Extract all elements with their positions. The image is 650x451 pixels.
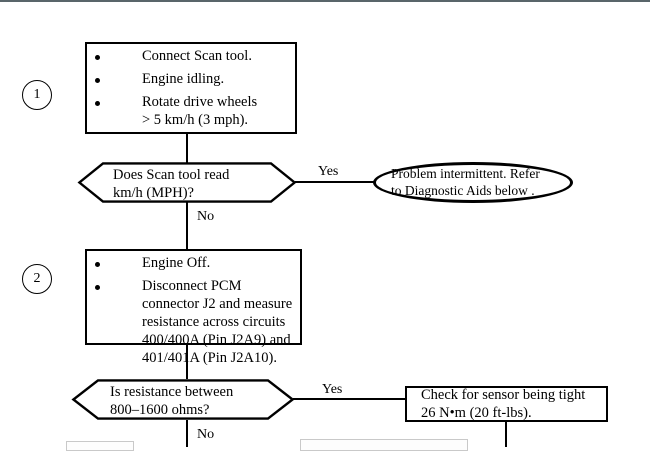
bullet-text: Rotate drive wheels > 5 km/h (3 mph). bbox=[100, 94, 289, 130]
branch-label-yes-1: Yes bbox=[318, 164, 339, 179]
process-box-step-2: Engine Off. Disconnect PCM connector J2 … bbox=[85, 249, 302, 366]
bullet-dot-icon bbox=[95, 100, 100, 106]
bullet-text-line1: Rotate drive wheels bbox=[142, 93, 258, 110]
bullet-text: Engine Off. bbox=[142, 255, 211, 271]
connector-box2-to-decision2 bbox=[186, 345, 189, 379]
oval-line1: Problem intermittent. Refer bbox=[391, 166, 540, 182]
connector-sensor-tight-down bbox=[505, 422, 508, 447]
step-number-circle-1: 1 bbox=[22, 80, 52, 110]
connector-decision1-yes bbox=[295, 181, 377, 184]
branch-label-yes-2: Yes bbox=[322, 382, 343, 397]
connector-decision2-no bbox=[186, 420, 189, 447]
decision-hexagon-2-label: Is resistance between 800–1600 ohms? bbox=[110, 384, 233, 420]
bullet-item: Engine idling. bbox=[95, 71, 289, 89]
step-number-label: 2 bbox=[33, 271, 41, 286]
sensor-tight-line2: 26 N•m (20 ft-lbs). bbox=[421, 405, 532, 421]
bullet-item: Connect Scan tool. bbox=[95, 48, 289, 66]
partial-box-bottom-left bbox=[66, 441, 134, 451]
bullet-text: Connect Scan tool. bbox=[142, 48, 252, 64]
bullet-item: Disconnect PCM connector J2 and measure … bbox=[95, 278, 294, 368]
decision-hexagon-1-label: Does Scan tool read km/h (MPH)? bbox=[113, 167, 229, 203]
decision-hexagon-2-shape bbox=[71, 379, 295, 420]
step-number-circle-2: 2 bbox=[22, 264, 52, 294]
process-box-sensor-tight: Check for sensor being tight 26 N•m (20 … bbox=[405, 386, 608, 422]
branch-label-no-1: No bbox=[197, 209, 215, 224]
decision1-line2: km/h (MPH)? bbox=[113, 184, 194, 201]
scan-edge-line bbox=[0, 0, 650, 2]
decision2-line1: Is resistance between bbox=[110, 384, 234, 400]
bullet-dot-icon bbox=[95, 284, 100, 290]
decision-hexagon-2: Is resistance between 800–1600 ohms? bbox=[71, 379, 295, 420]
connector-box1-to-decision1 bbox=[186, 134, 189, 164]
branch-label-no-2: No bbox=[197, 428, 215, 442]
sensor-tight-line1: Check for sensor being tight bbox=[421, 386, 586, 403]
decision2-line2: 800–1600 ohms? bbox=[110, 401, 210, 418]
bullet-text-line2: > 5 km/h (3 mph). bbox=[142, 111, 249, 128]
bullet-dot-icon bbox=[95, 77, 100, 83]
connector-decision2-yes bbox=[293, 398, 407, 401]
decision1-line1: Does Scan tool read bbox=[113, 167, 230, 183]
bullet-item: Engine Off. bbox=[95, 255, 294, 273]
bullet-dot-icon bbox=[95, 262, 100, 267]
process-box-step-1: Connect Scan tool. Engine idling. Rotate… bbox=[85, 42, 297, 134]
bullet-text: Disconnect PCM connector J2 and measure … bbox=[142, 277, 293, 366]
decision-hexagon-1-shape bbox=[77, 162, 297, 203]
bullet-text: Engine idling. bbox=[142, 70, 225, 87]
partial-box-bottom-center bbox=[300, 439, 468, 451]
bullet-dot-icon bbox=[95, 55, 100, 60]
decision-hexagon-1: Does Scan tool read km/h (MPH)? bbox=[77, 162, 297, 203]
oval-line2: to Diagnostic Aids below . bbox=[391, 182, 535, 198]
connector-decision1-no bbox=[186, 202, 189, 249]
bullet-item: Rotate drive wheels > 5 km/h (3 mph). bbox=[95, 94, 289, 130]
terminator-oval-problem-intermittent: Problem intermittent. Refer to Diagnosti… bbox=[373, 162, 573, 203]
step-number-label: 1 bbox=[33, 87, 41, 102]
